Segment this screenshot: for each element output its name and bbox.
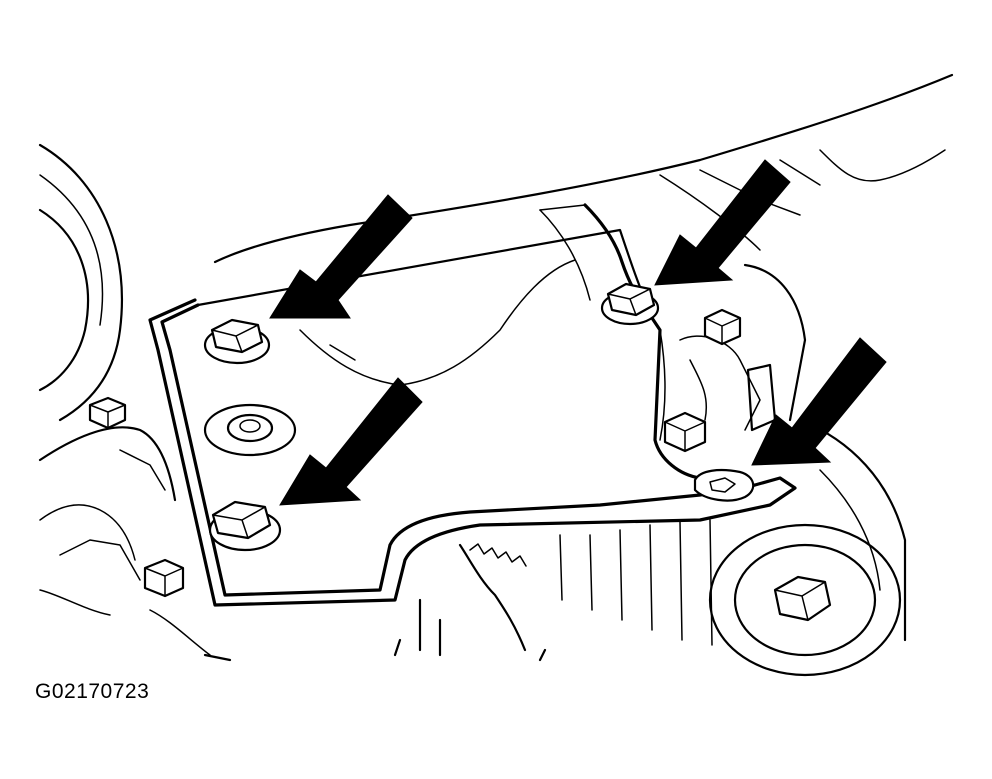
- figure-code: G02170723: [35, 680, 150, 703]
- bracket-hole-center: [203, 403, 297, 457]
- callout-arrow-3: [654, 159, 791, 286]
- left-engine-block: [38, 396, 211, 656]
- callout-arrow-1: [269, 194, 413, 319]
- bracket-bolt-upper-right: [600, 282, 660, 326]
- bottom-cutoff-lines: [203, 638, 547, 662]
- bracket-bolt-upper-left: [203, 318, 271, 365]
- crank-pulley: [708, 523, 902, 677]
- left-pulley: [38, 143, 123, 422]
- timing-belt: [418, 519, 713, 657]
- callout-arrow-2: [279, 377, 423, 506]
- callout-arrow-4: [751, 337, 887, 466]
- engine-background-outline: [213, 73, 954, 386]
- bracket-bolt-lower-left: [208, 500, 282, 552]
